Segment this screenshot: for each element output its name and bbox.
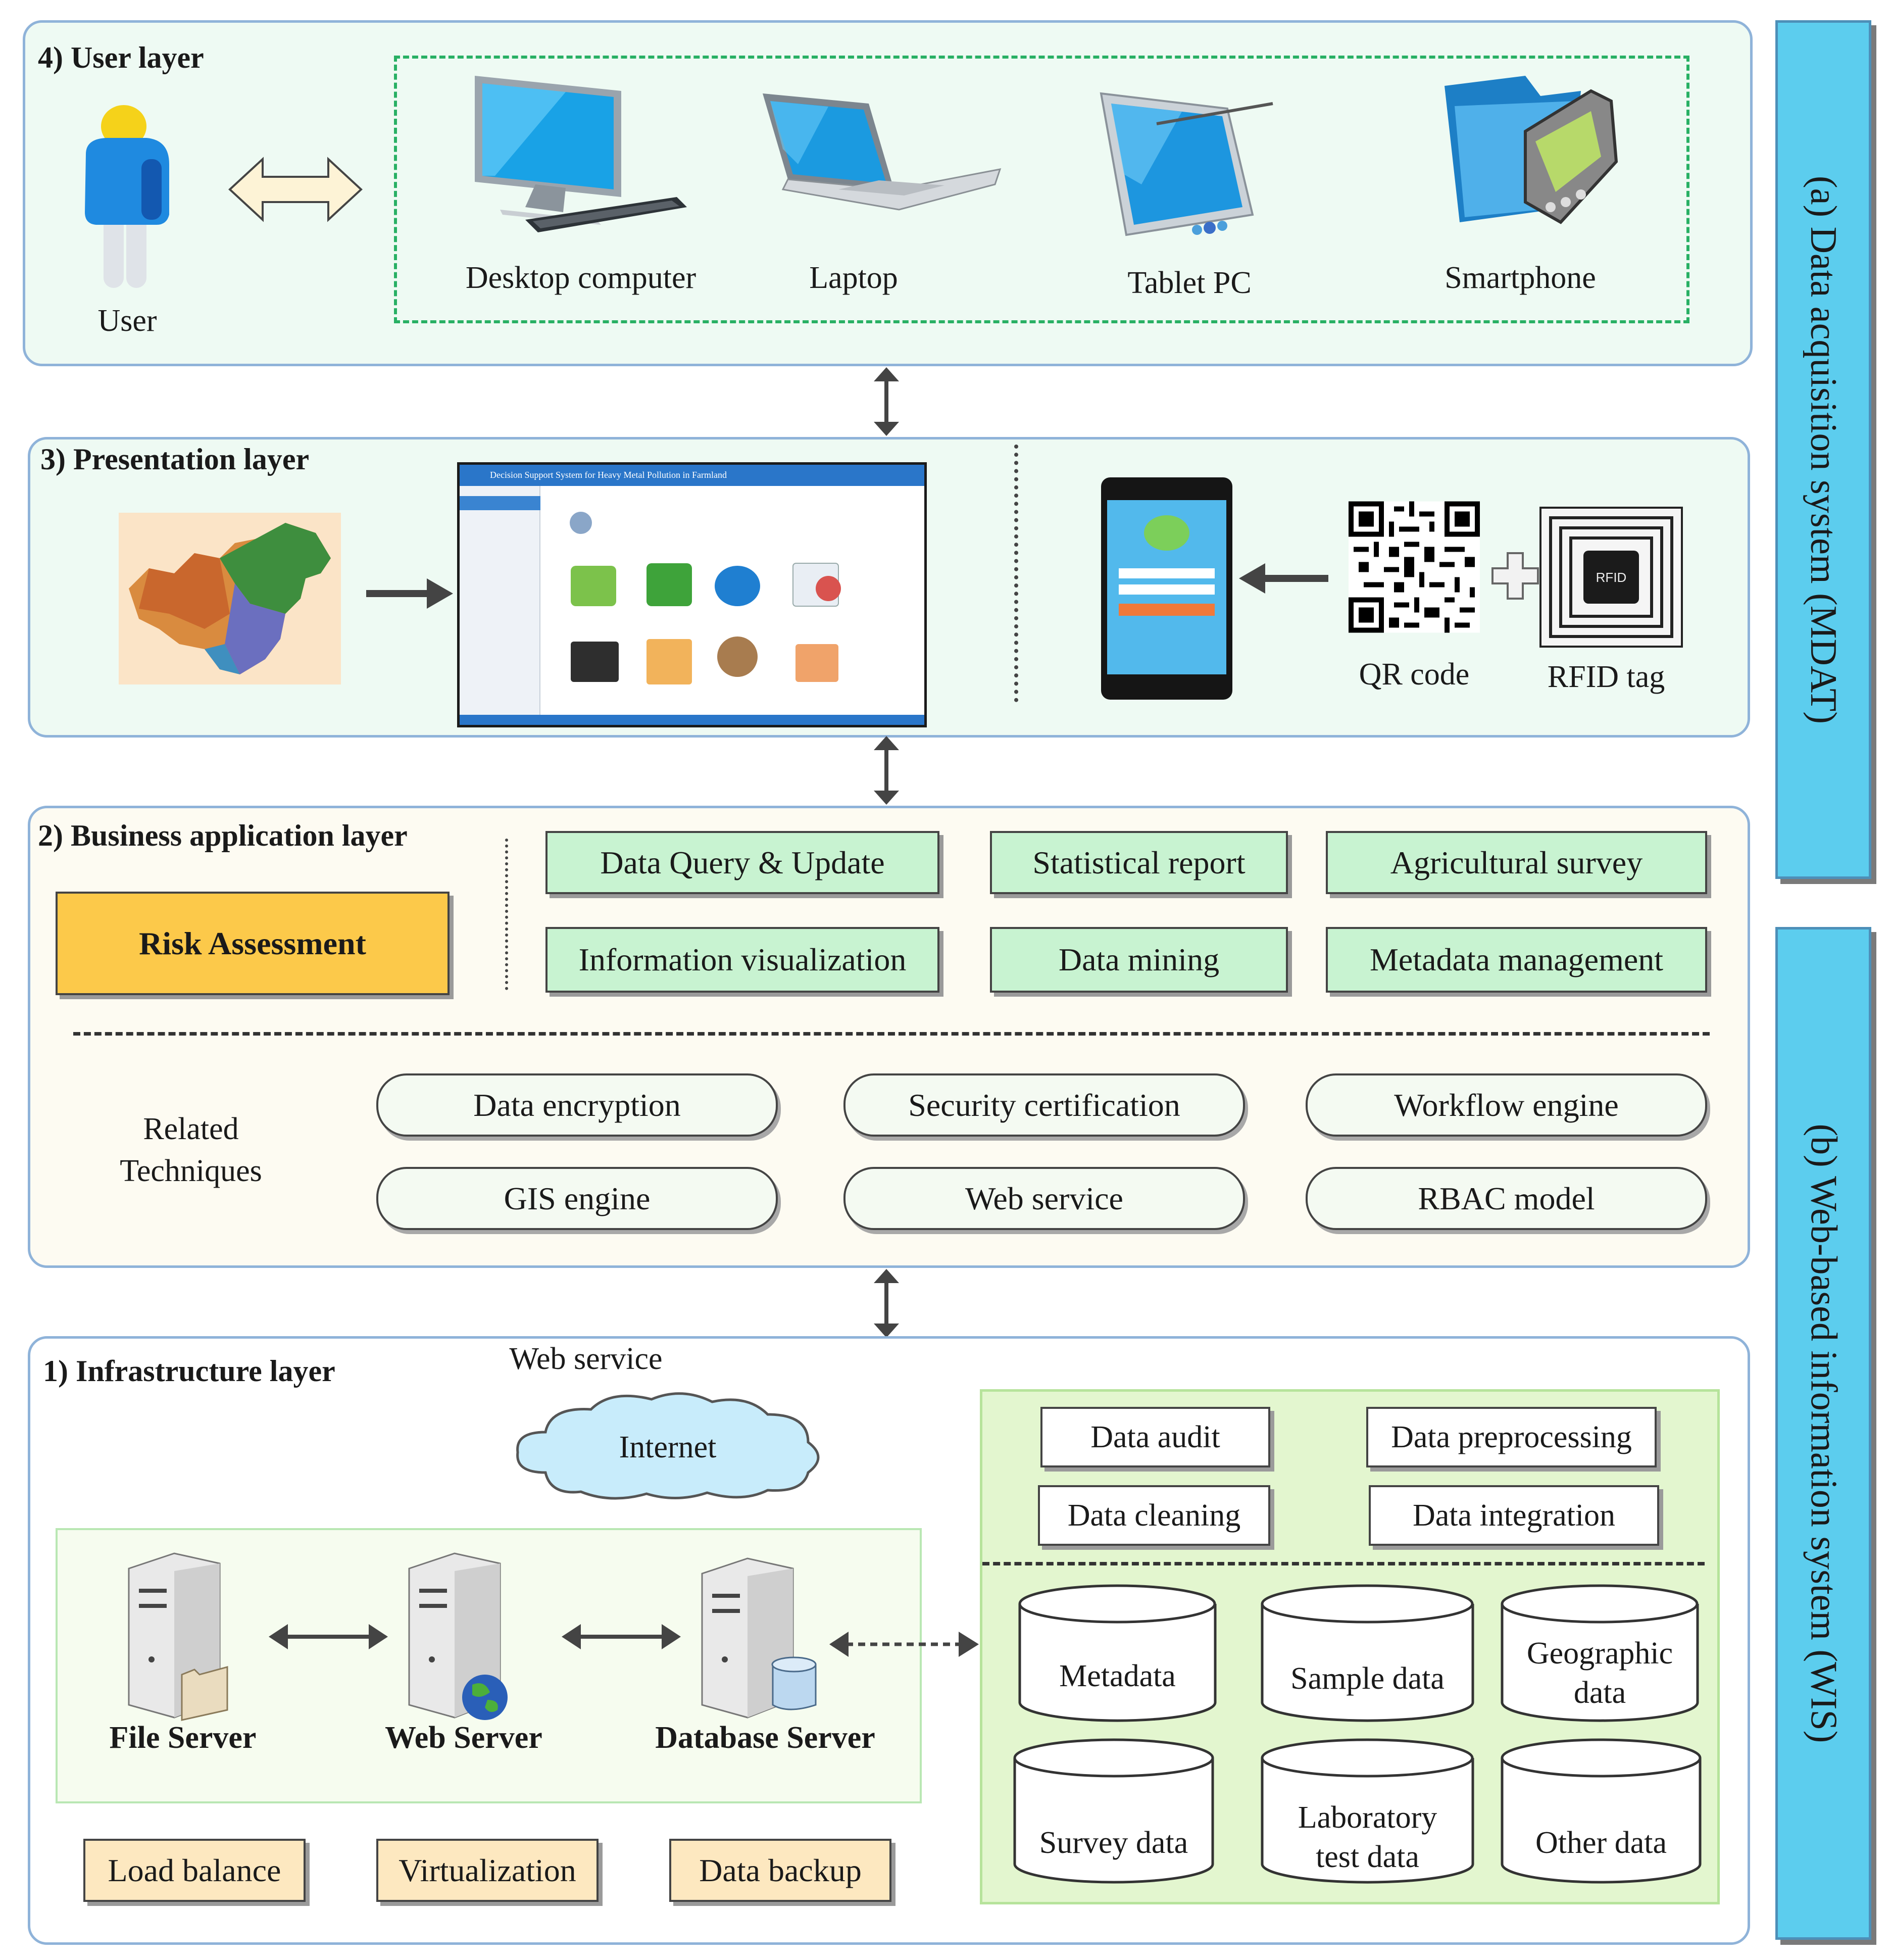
- function-agricultural-survey: Agricultural survey: [1326, 831, 1707, 894]
- dss-app-icons: [570, 512, 841, 684]
- web-server-label: Web Server: [385, 1721, 542, 1755]
- bidirectional-arrow-icon: [228, 157, 363, 222]
- datastore-metadata-line1: Metadata: [1059, 1659, 1176, 1693]
- internet-cloud-icon: [516, 1392, 820, 1500]
- presentation-divider: [1014, 445, 1018, 702]
- data-panel-separator: [982, 1562, 1705, 1565]
- web-service-label: Web service: [509, 1342, 663, 1376]
- datastore-geographic-data: Geographic data: [1500, 1584, 1700, 1723]
- side-label-web-information-system: (b) Web-based information system (WIS): [1775, 927, 1871, 1940]
- user-layer-title: 4) User layer: [38, 41, 204, 74]
- datastore-geographic-data-line2: data: [1573, 1675, 1626, 1710]
- service-virtualization: Virtualization: [376, 1839, 599, 1902]
- datastore-other-data-line1: Other data: [1535, 1826, 1667, 1860]
- side-label-data-acquisition: (a) Data acquisition system (MDAT): [1775, 20, 1871, 879]
- mobile-phone-image: [1101, 477, 1232, 700]
- risk-assessment-label: Risk Assessment: [139, 925, 366, 961]
- device-label-tablet: Tablet PC: [1127, 266, 1252, 300]
- business-layer-title: 2) Business application layer: [38, 819, 408, 852]
- internet-label: Internet: [619, 1430, 717, 1464]
- datastore-other-data: Other data: [1500, 1738, 1702, 1884]
- devices-group: [394, 56, 1689, 323]
- user-label: User: [97, 304, 157, 338]
- connector-arrow-presentation-business: [874, 736, 899, 805]
- connector-arrow-user-presentation: [874, 367, 899, 436]
- datastore-sample-data: Sample data: [1260, 1584, 1475, 1723]
- function-information-visualization: Information visualization: [545, 927, 939, 993]
- technique-rbac-model: RBAC model: [1306, 1167, 1707, 1230]
- datastore-sample-data-line1: Sample data: [1290, 1661, 1445, 1696]
- business-divider: [505, 839, 508, 990]
- plus-icon: [1491, 552, 1539, 600]
- device-label-smartphone: Smartphone: [1445, 261, 1596, 295]
- laptop-icon: [763, 93, 1002, 211]
- side-label-top-text: (a) Data acquisition system (MDAT): [1803, 175, 1845, 724]
- presentation-layer-title: 3) Presentation layer: [40, 443, 310, 476]
- connector-arrow-business-infrastructure: [874, 1269, 899, 1338]
- arrow-web-database-server: [562, 1624, 681, 1649]
- arrow-file-web-server: [269, 1624, 388, 1649]
- datastore-survey-data-line1: Survey data: [1039, 1826, 1188, 1860]
- technique-gis-engine: GIS engine: [376, 1167, 778, 1230]
- infrastructure-layer-title: 1) Infrastructure layer: [43, 1354, 335, 1388]
- function-data-query-update: Data Query & Update: [545, 831, 939, 894]
- qr-code-label: QR code: [1359, 657, 1470, 692]
- technique-web-service: Web service: [843, 1167, 1245, 1230]
- file-server-label: File Server: [109, 1721, 257, 1755]
- technique-workflow-engine: Workflow engine: [1306, 1073, 1707, 1137]
- technique-data-encryption: Data encryption: [376, 1073, 778, 1137]
- related-techniques-label-line2: Techniques: [120, 1154, 262, 1188]
- function-statistical-report: Statistical report: [990, 831, 1288, 894]
- arrow-right-icon: [366, 578, 453, 609]
- side-label-bottom-text: (b) Web-based information system (WIS): [1803, 1123, 1845, 1743]
- risk-assessment-box: Risk Assessment: [56, 892, 450, 995]
- datastore-geographic-data-line1: Geographic: [1526, 1636, 1673, 1671]
- rfid-chip-label: RFID: [1596, 570, 1627, 585]
- process-data-audit: Data audit: [1040, 1407, 1270, 1467]
- qr-code-image: [1349, 501, 1480, 633]
- related-techniques-label-line1: Related: [143, 1112, 239, 1146]
- smartphone-icon: [1445, 76, 1618, 224]
- dss-screenshot: Decision Support System for Heavy Metal …: [457, 462, 927, 727]
- database-server-icon: [701, 1557, 817, 1719]
- rfid-tag-image: [1539, 507, 1683, 648]
- arrow-database-data-panel: [829, 1632, 979, 1657]
- file-server-icon: [128, 1552, 228, 1721]
- datastore-laboratory-test-data-line2: test data: [1316, 1839, 1419, 1874]
- database-server-label: Database Server: [655, 1721, 875, 1755]
- process-data-integration: Data integration: [1369, 1485, 1659, 1546]
- dss-screenshot-title: Decision Support System for Heavy Metal …: [490, 470, 727, 480]
- web-server-icon: [408, 1552, 508, 1720]
- business-section-separator: [73, 1032, 1710, 1036]
- device-label-desktop: Desktop computer: [465, 261, 696, 295]
- user-icon: [85, 105, 169, 288]
- datastore-laboratory-test-data-line1: Laboratory: [1298, 1800, 1437, 1835]
- arrow-left-icon: [1239, 563, 1328, 594]
- process-data-cleaning: Data cleaning: [1038, 1485, 1270, 1546]
- function-data-mining: Data mining: [990, 927, 1288, 993]
- process-data-preprocessing: Data preprocessing: [1366, 1407, 1657, 1467]
- datastore-metadata: Metadata: [1018, 1584, 1217, 1723]
- function-metadata-management: Metadata management: [1326, 927, 1707, 993]
- china-map-image: [119, 513, 341, 684]
- rfid-tag-label: RFID tag: [1547, 660, 1665, 694]
- service-load-balance: Load balance: [83, 1839, 306, 1902]
- desktop-computer-icon: [475, 76, 687, 232]
- technique-security-certification: Security certification: [843, 1073, 1245, 1137]
- device-label-laptop: Laptop: [809, 261, 898, 295]
- tablet-pc-icon: [1100, 92, 1273, 236]
- datastore-laboratory-test-data: Laboratory test data: [1260, 1738, 1475, 1884]
- service-data-backup: Data backup: [669, 1839, 891, 1902]
- datastore-survey-data: Survey data: [1013, 1738, 1215, 1884]
